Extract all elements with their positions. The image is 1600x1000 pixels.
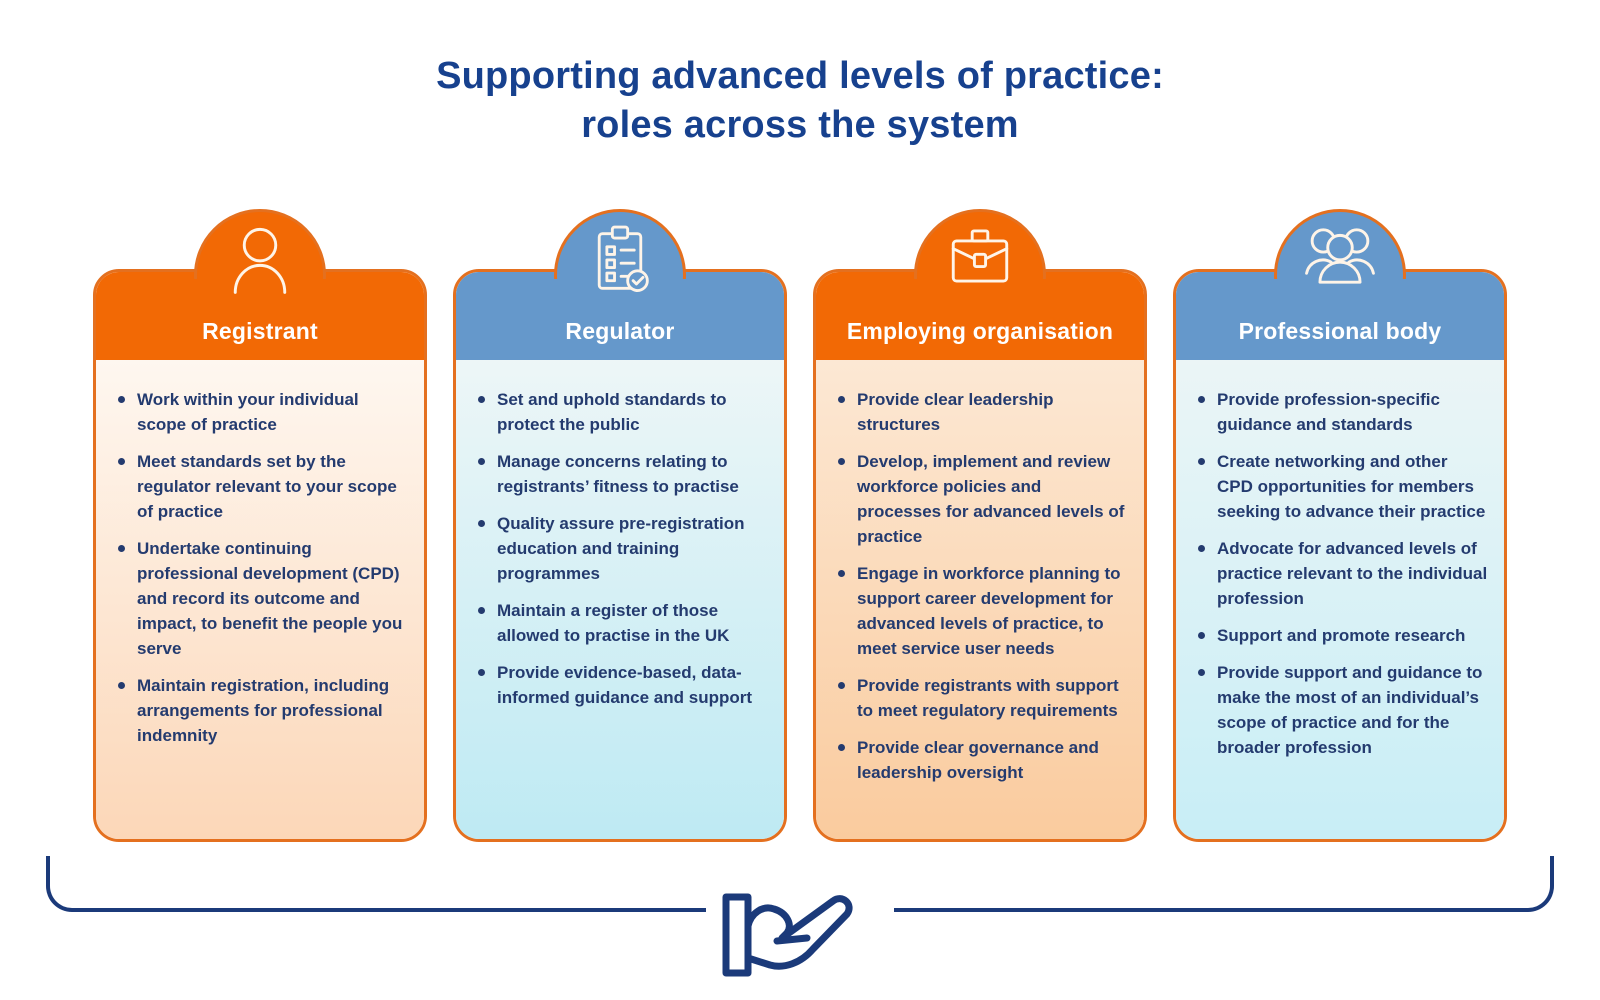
bullet-item: Quality assure pre-registration educatio…: [473, 511, 768, 586]
bullet-item: Maintain a register of those allowed to …: [473, 598, 768, 648]
bullet-item: Maintain registration, including arrange…: [113, 673, 408, 748]
card-header: Employing organisation: [816, 272, 1144, 361]
bullet-list: Set and uphold standards to protect the …: [473, 387, 768, 710]
bullet-item: Meet standards set by the regulator rele…: [113, 449, 408, 524]
card-box: Professional body Provide profession-spe…: [1173, 269, 1507, 843]
card-body: Set and uphold standards to protect the …: [456, 360, 784, 840]
card-body: Provide profession-specific guidance and…: [1176, 360, 1504, 840]
roles-cards-row: Registrant Work within your individual s…: [93, 209, 1507, 843]
card-box: Employing organisation Provide clear lea…: [813, 269, 1147, 843]
card-title: Professional body: [1238, 318, 1442, 345]
card-regulator: Regulator Set and uphold standards to pr…: [453, 209, 787, 843]
people-group-icon: [1301, 222, 1379, 306]
card-header: Regulator: [456, 272, 784, 361]
card-header: Professional body: [1176, 272, 1504, 361]
bullet-item: Provide evidence-based, data-informed gu…: [473, 660, 768, 710]
page-title: Supporting advanced levels of practice: …: [0, 52, 1600, 149]
bullet-item: Support and promote research: [1193, 623, 1488, 648]
card-box: Regulator Set and uphold standards to pr…: [453, 269, 787, 843]
bullet-item: Manage concerns relating to registrants’…: [473, 449, 768, 499]
bullet-item: Provide support and guidance to make the…: [1193, 660, 1488, 760]
clipboard-check-icon: [581, 222, 659, 306]
bullet-item: Provide clear leadership structures: [833, 387, 1128, 437]
bullet-item: Provide profession-specific guidance and…: [1193, 387, 1488, 437]
card-header: Registrant: [96, 272, 424, 361]
card-dome: [185, 209, 335, 280]
title-line-2: roles across the system: [581, 103, 1019, 146]
card-title: Employing organisation: [846, 318, 1114, 345]
card-employing-organisation: Employing organisation Provide clear lea…: [813, 209, 1147, 843]
system-support-footer: [46, 856, 1554, 988]
title-line-1: Supporting advanced levels of practice:: [436, 55, 1164, 97]
briefcase-icon: [941, 222, 1019, 306]
card-professional-body: Professional body Provide profession-spe…: [1173, 209, 1507, 843]
bullet-list: Work within your individual scope of pra…: [113, 387, 408, 748]
card-dome: [545, 209, 695, 280]
card-title: Registrant: [202, 318, 318, 345]
bullet-item: Engage in workforce planning to support …: [833, 561, 1128, 661]
bullet-item: Develop, implement and review workforce …: [833, 449, 1128, 549]
bullet-item: Provide clear governance and leadership …: [833, 735, 1128, 785]
supporting-hand-icon: [706, 882, 894, 988]
person-icon: [221, 222, 299, 306]
card-box: Registrant Work within your individual s…: [93, 269, 427, 843]
card-body: Work within your individual scope of pra…: [96, 360, 424, 840]
bullet-item: Provide registrants with support to meet…: [833, 673, 1128, 723]
bullet-item: Set and uphold standards to protect the …: [473, 387, 768, 437]
bullet-item: Work within your individual scope of pra…: [113, 387, 408, 437]
bullet-list: Provide profession-specific guidance and…: [1193, 387, 1488, 760]
card-title: Regulator: [565, 318, 675, 345]
bullet-item: Undertake continuing professional develo…: [113, 536, 408, 661]
infographic-page: Supporting advanced levels of practice: …: [0, 52, 1600, 1000]
bullet-item: Create networking and other CPD opportun…: [1193, 449, 1488, 524]
bullet-item: Advocate for advanced levels of practice…: [1193, 536, 1488, 611]
card-registrant: Registrant Work within your individual s…: [93, 209, 427, 843]
